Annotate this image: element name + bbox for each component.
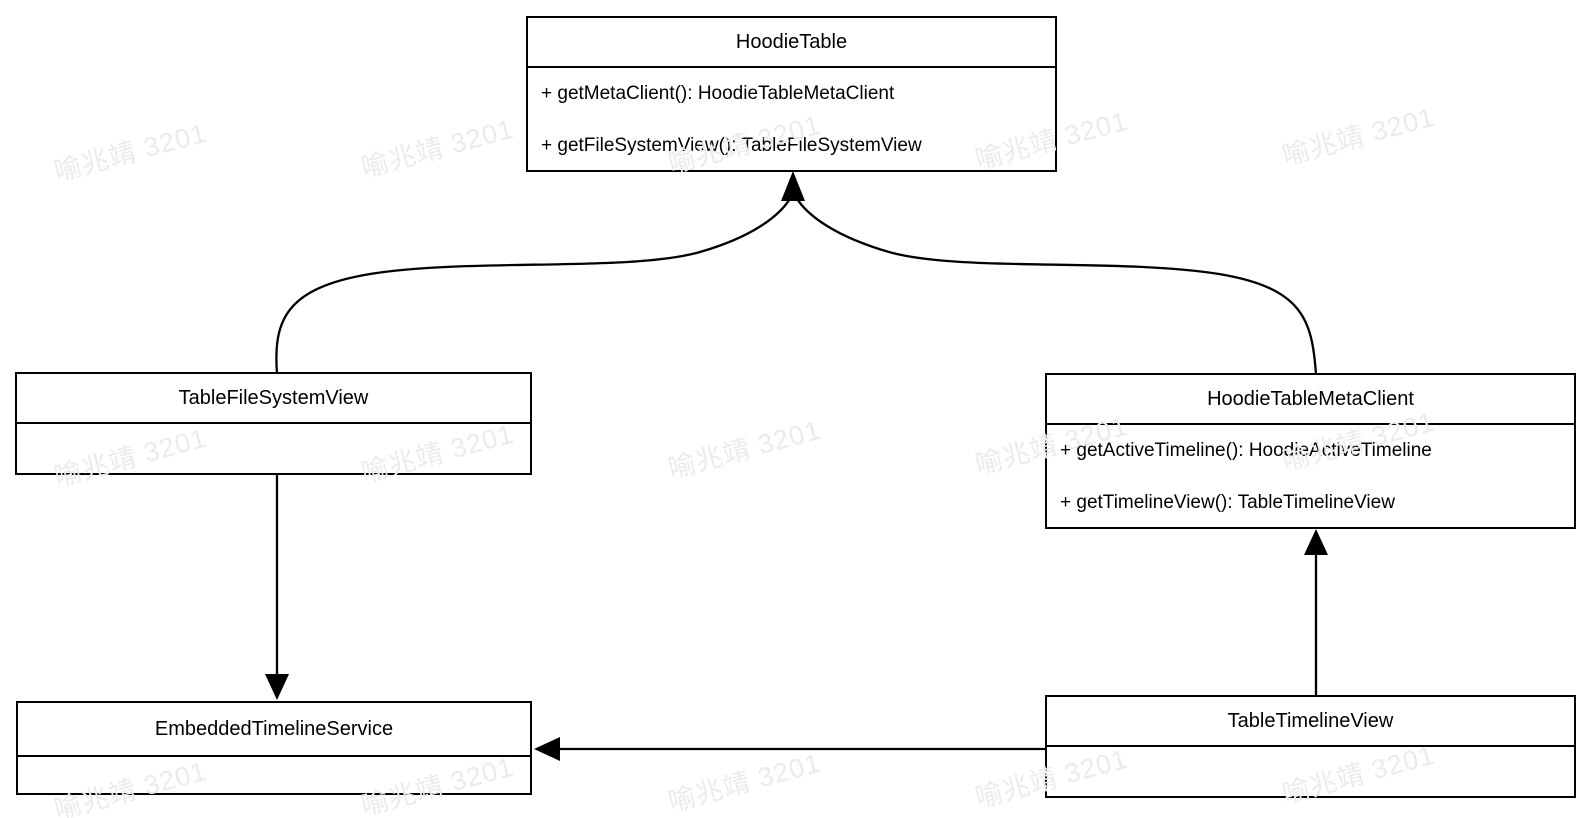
class-title-hoodietable: HoodieTable bbox=[528, 18, 1055, 68]
class-box-tablefilesystemview: TableFileSystemView bbox=[15, 372, 532, 475]
class-title-tabletimelineview: TableTimelineView bbox=[1047, 697, 1574, 747]
class-body-hoodietable: + getMetaClient(): HoodieTableMetaClient… bbox=[528, 68, 1055, 172]
method-getmetaclient: + getMetaClient(): HoodieTableMetaClient bbox=[541, 83, 895, 104]
method-getactivetimeline: + getActiveTimeline(): HoodieActiveTimel… bbox=[1060, 440, 1432, 461]
method-getfilesystemview: + getFileSystemView(): TableFileSystemVi… bbox=[541, 135, 922, 156]
watermark-text: 喻兆靖 3201 bbox=[665, 414, 825, 485]
class-box-embeddedtimelineservice: EmbeddedTimelineService bbox=[16, 701, 532, 795]
arrowhead-to-embeddedtimelineservice-top bbox=[265, 674, 289, 700]
arrowhead-to-hoodietablemetaclient bbox=[1304, 529, 1328, 555]
class-title-embeddedtimelineservice: EmbeddedTimelineService bbox=[18, 703, 530, 757]
class-box-hoodietable: HoodieTable + getMetaClient(): HoodieTab… bbox=[526, 16, 1057, 172]
class-body-hoodietablemetaclient: + getActiveTimeline(): HoodieActiveTimel… bbox=[1047, 425, 1574, 529]
arrowhead-to-hoodietable bbox=[781, 171, 805, 201]
class-title-hoodietablemetaclient: HoodieTableMetaClient bbox=[1047, 375, 1574, 425]
class-box-hoodietablemetaclient: HoodieTableMetaClient + getActiveTimelin… bbox=[1045, 373, 1576, 529]
watermark-text: 喻兆靖 3201 bbox=[665, 747, 825, 818]
watermark-text: 喻兆靖 3201 bbox=[1279, 101, 1439, 172]
watermark-text: 喻兆靖 3201 bbox=[51, 117, 211, 188]
arrowhead-to-embeddedtimelineservice-right bbox=[534, 737, 560, 761]
method-gettimelineview: + getTimelineView(): TableTimelineView bbox=[1060, 492, 1395, 513]
arrow-tablefilesystemview-to-hoodietable bbox=[275, 196, 792, 375]
class-title-tablefilesystemview: TableFileSystemView bbox=[17, 374, 530, 424]
watermark-text: 喻兆靖 3201 bbox=[358, 113, 518, 184]
arrow-hoodietablemetaclient-to-hoodietable bbox=[795, 196, 1318, 375]
class-box-tabletimelineview: TableTimelineView bbox=[1045, 695, 1576, 798]
